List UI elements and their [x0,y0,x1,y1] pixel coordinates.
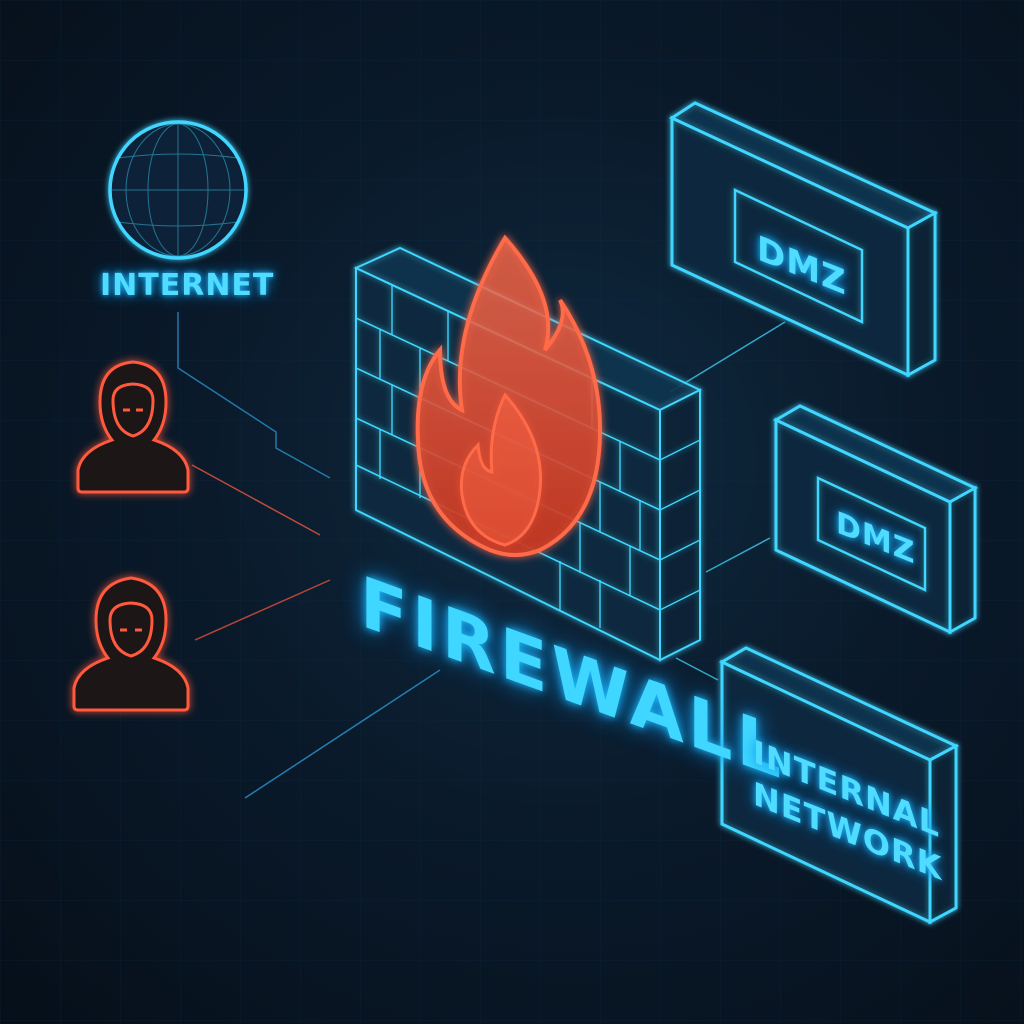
hooded-attacker-icon [72,576,190,712]
globe-icon [108,120,248,260]
connection-lines [177,312,786,799]
internal-network-box [718,646,960,925]
link-attacker2-firewall [194,579,331,641]
dmz-box-1 [668,101,939,378]
internet-label: INTERNET [100,268,275,303]
link-firewall-dmz2 [705,537,771,573]
link-attacker1-firewall [191,464,321,536]
link-internet-firewall [177,312,331,479]
hooded-attacker-icon [76,360,190,494]
link-firewall-dmz1 [669,321,786,393]
link-firewall-bottom [244,669,441,799]
dmz-box-2 [772,404,979,635]
link-firewall-internal [675,657,719,681]
flame-icon [415,234,603,557]
